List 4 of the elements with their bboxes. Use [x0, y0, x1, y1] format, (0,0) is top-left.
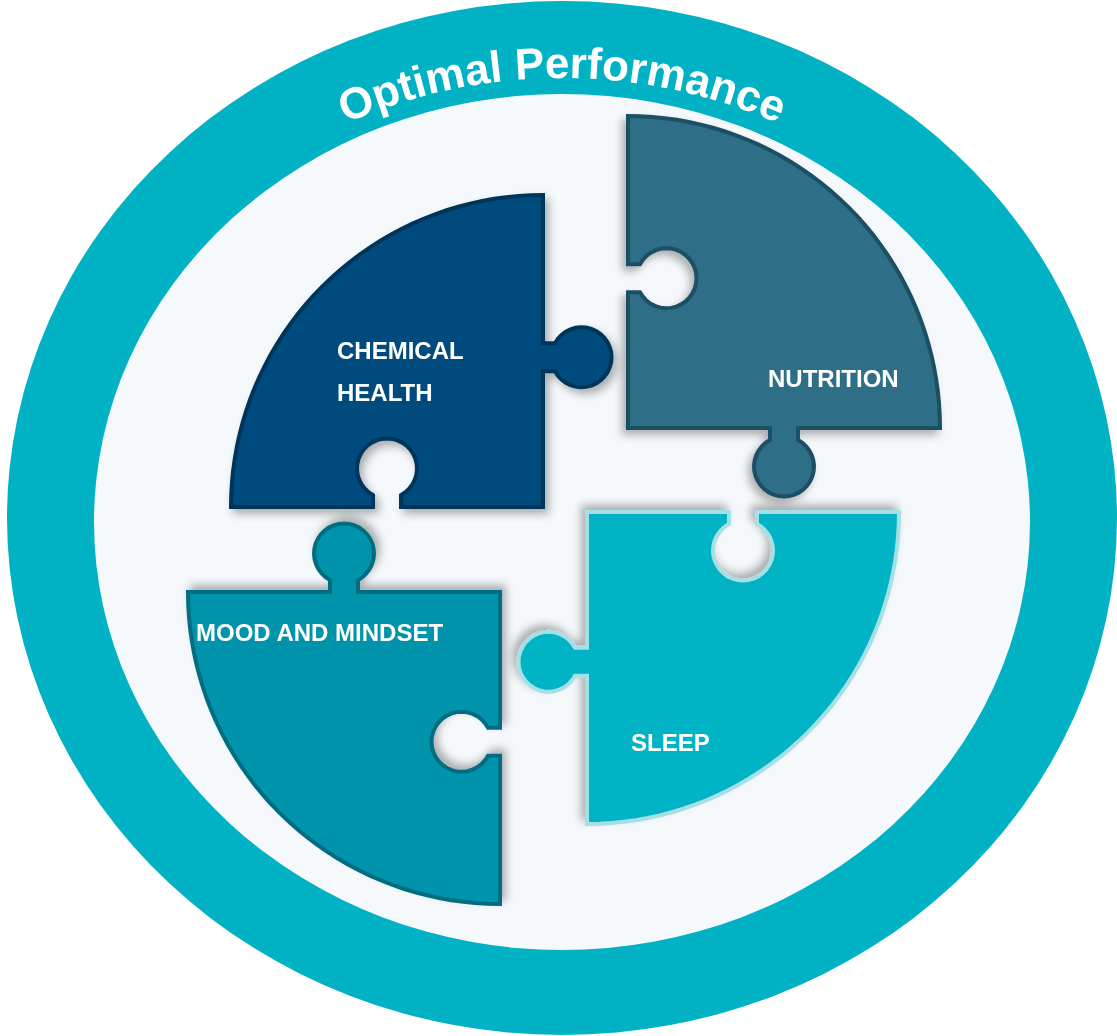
piece-label: NUTRITION [768, 364, 900, 394]
piece-label: CHEMICAL HEALTH [337, 336, 465, 408]
piece-label: MOOD AND MINDSET [196, 618, 445, 648]
piece-label: SLEEP [631, 728, 711, 758]
